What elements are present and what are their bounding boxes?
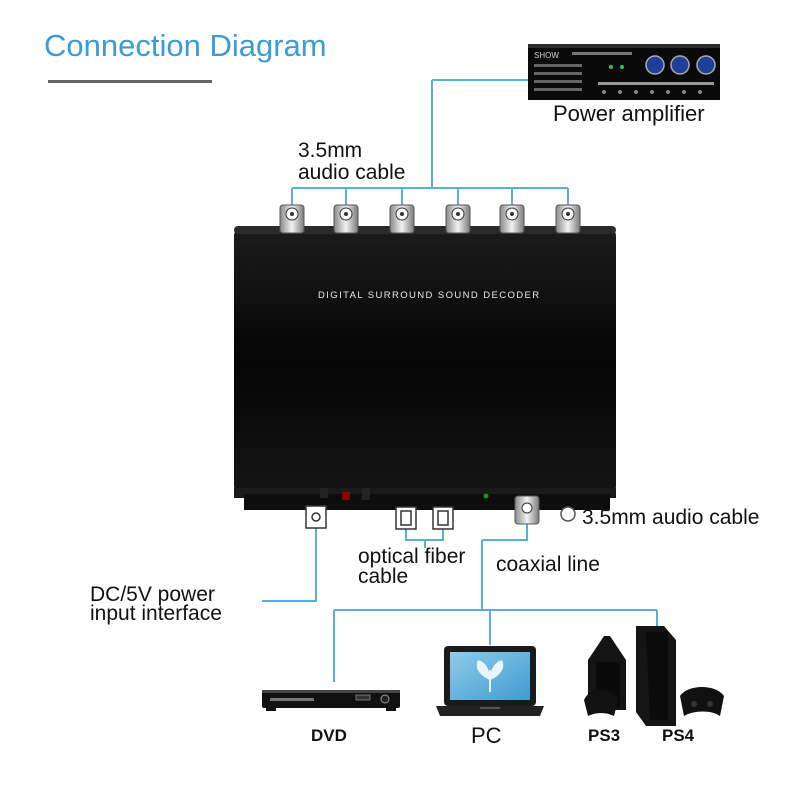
dvd-label: DVD	[311, 726, 347, 745]
title-underline	[48, 80, 212, 83]
ps3-console-icon	[584, 636, 626, 716]
rca-jacks	[279, 204, 581, 234]
laptop-icon	[436, 646, 544, 716]
audio-cable-right-label: 3.5mm audio cable	[582, 506, 760, 529]
ps4-console-icon	[636, 626, 724, 726]
dc-power-label-line1: DC/5V power	[90, 583, 215, 606]
dc-port	[305, 505, 327, 529]
dc-power-line	[262, 528, 317, 602]
power-amplifier-label: Power amplifier	[553, 101, 705, 126]
audio-cable-top-label-line1: 3.5mm	[298, 139, 363, 162]
optical-fiber-label-line2: cable	[358, 565, 409, 588]
rca-jack	[333, 204, 359, 234]
connection-lines	[262, 79, 658, 682]
dvd-player-icon	[262, 690, 400, 711]
power-amplifier-icon: SHOW	[528, 44, 720, 100]
coaxial-line-label: coaxial line	[496, 553, 600, 576]
amp-brand-text: SHOW	[534, 51, 559, 60]
bottom-ports	[305, 488, 576, 530]
rca-jack	[279, 204, 305, 234]
rca-jack	[555, 204, 581, 234]
decoder-panel-text: DIGITAL SURROUND SOUND DECODER	[318, 290, 541, 301]
pc-label: PC	[471, 723, 502, 748]
rca-jack	[445, 204, 471, 234]
decoder-body	[234, 226, 616, 510]
optical-fiber-label-line1: optical fiber	[358, 545, 466, 568]
diagram-title: Connection Diagram	[44, 28, 327, 63]
rca-jack	[389, 204, 415, 234]
ps4-label: PS4	[662, 726, 695, 745]
audio-jack-port	[560, 506, 576, 522]
audio-cable-top-label-line2: audio cable	[298, 161, 406, 184]
rca-jack	[499, 204, 525, 234]
dc-power-label-line2: input interface	[90, 602, 222, 625]
coaxial-drop	[482, 524, 528, 541]
ps3-label: PS3	[588, 726, 621, 745]
